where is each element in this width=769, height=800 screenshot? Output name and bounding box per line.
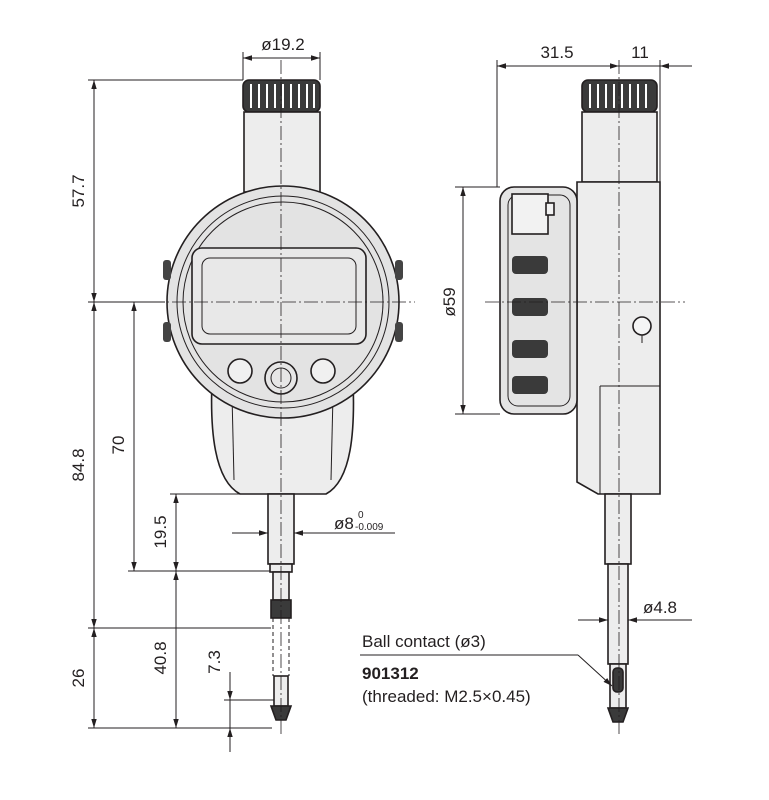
lcd-display [191, 247, 367, 345]
lug-hole [632, 316, 652, 336]
dim-spindle-diameter: ø4.8 [643, 598, 677, 617]
dim-stem-tol-upper: 0 [358, 510, 364, 521]
front-dimensions: ø19.2 57.7 84.8 26 70 19.5 40.8 7.3 [69, 35, 395, 752]
side-dimensions: 31.5 11 ø59 ø4.8 [440, 43, 692, 623]
dim-top-height: 57.7 [69, 174, 88, 207]
dim-len-40-8: 40.8 [151, 641, 170, 674]
note-part-number: 901312 [362, 664, 419, 683]
dim-len-26: 26 [69, 669, 88, 688]
dim-dial-diameter: ø59 [440, 287, 459, 316]
side-cap [581, 79, 658, 113]
side-spindle [607, 563, 629, 665]
right-button [310, 358, 336, 384]
dim-stem-19-5: 19.5 [151, 515, 170, 548]
note-thread: (threaded: M2.5×0.45) [362, 687, 531, 706]
dim-stroke-70: 70 [109, 436, 128, 455]
dim-depth-31-5: 31.5 [540, 43, 573, 62]
side-stem [604, 493, 632, 565]
bezel-grips [163, 260, 403, 342]
side-view [485, 60, 685, 735]
side-grips [512, 256, 548, 394]
side-main-body [576, 181, 661, 495]
dim-lower-height: 84.8 [69, 448, 88, 481]
dim-stem-tol-lower: -0.009 [355, 522, 384, 533]
dim-depth-11: 11 [631, 43, 649, 62]
front-cap [242, 79, 321, 113]
front-view [150, 60, 415, 735]
front-upper-sleeve [243, 111, 321, 193]
contact-note: Ball contact (ø3) 901312 (threaded: M2.5… [360, 632, 613, 706]
dim-stem-diameter: ø8 [334, 514, 354, 533]
dim-len-7-3: 7.3 [205, 650, 224, 674]
dim-cap-diameter: ø19.2 [261, 35, 304, 54]
left-button [227, 358, 253, 384]
note-ball-contact: Ball contact (ø3) [362, 632, 486, 651]
